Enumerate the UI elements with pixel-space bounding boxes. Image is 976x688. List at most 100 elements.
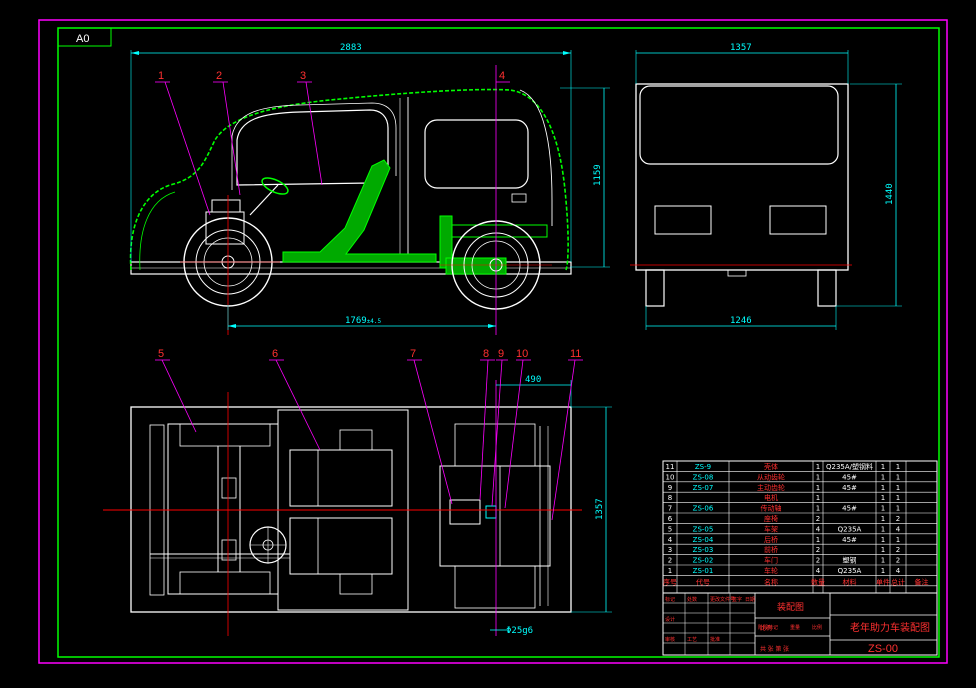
balloon-1: 1 — [158, 70, 164, 82]
front-windshield — [639, 85, 839, 165]
dim-side-height: 1159 — [593, 164, 603, 186]
bom-cell-total_w: 2 — [896, 557, 900, 565]
sheet-count: 共 张 第 张 — [760, 645, 789, 653]
title-block-label: 处数 — [687, 596, 697, 603]
bom-cell-no: 1 — [668, 567, 672, 575]
dim-wheelbase-tol: ±4.5 — [367, 318, 382, 325]
bom-cell-name: 电机 — [764, 493, 778, 502]
bom-cell-no: 3 — [668, 546, 672, 554]
bom-cell-no: 6 — [668, 515, 673, 523]
steering-wheel-side — [261, 177, 289, 195]
size-label: A0 — [76, 33, 89, 45]
bom-cell-unit_w: 1 — [881, 525, 885, 533]
title-block-label: 重量 — [790, 624, 800, 631]
dim-wheelbase: 1769±4.5 — [345, 316, 382, 326]
dim-wheelbase-value: 1769 — [345, 316, 367, 326]
front-body — [635, 83, 849, 271]
bom-cell-material: 45# — [842, 536, 857, 544]
size-label-box — [57, 27, 112, 47]
bom-cell-no: 4 — [668, 536, 673, 544]
bom-cell-code: ZS-05 — [693, 525, 714, 533]
bom-cell-name: 后桥 — [764, 535, 778, 544]
title-block-label: 批准 — [710, 636, 720, 643]
rear-window — [424, 119, 529, 189]
bom-header-total_w: 总计 — [891, 577, 905, 586]
bom-cell-unit_w: 1 — [881, 546, 885, 554]
bom-header-note: 备注 — [915, 577, 929, 586]
bom-cell-total_w: 1 — [896, 473, 900, 481]
bom-cell-total_w: 1 — [896, 536, 900, 544]
bom-cell-unit_w: 1 — [881, 505, 885, 513]
dim-front-height: 1440 — [885, 183, 895, 205]
balloon-6: 6 — [272, 348, 278, 360]
bom-cell-code: ZS-02 — [693, 557, 714, 565]
title-block-label: 标记 — [665, 596, 675, 603]
label-scale: 比例 — [760, 624, 772, 632]
body-shell — [129, 88, 569, 271]
seat — [282, 159, 437, 263]
bom-cell-code: ZS-03 — [693, 546, 714, 554]
bom-header-code: 代号 — [696, 577, 710, 586]
bom-cell-qty: 1 — [816, 505, 820, 513]
bom-header-name: 名称 — [764, 577, 778, 586]
bom-cell-code: ZS-9 — [695, 463, 711, 471]
bom-header-unit_w: 单件 — [876, 577, 890, 586]
bom-cell-material: 塑钢 — [843, 556, 857, 565]
part-balloons — [155, 81, 583, 521]
title-block-label: 工艺 — [687, 637, 697, 643]
bom-cell-name: 车门 — [764, 556, 778, 565]
bom-cell-name: 传动轴 — [761, 504, 782, 513]
plan-view — [103, 380, 612, 636]
bom-cell-qty: 2 — [816, 546, 820, 554]
title-block-label: 签字 — [732, 596, 742, 603]
bill-of-materials — [662, 460, 938, 594]
bom-cell-qty: 1 — [816, 494, 820, 502]
dim-front-track: 1246 — [730, 316, 752, 326]
inner-frame — [57, 27, 940, 658]
title-block-label: 比例 — [812, 624, 822, 631]
bom-cell-name: 座椅 — [764, 514, 778, 523]
bom-cell-material: Q235A/塑钢料 — [826, 462, 873, 471]
balloon-11: 11 — [570, 348, 581, 360]
title-block — [662, 592, 938, 656]
side-view — [129, 50, 610, 335]
bom-header-material: 材料 — [843, 577, 857, 586]
drawing-title: 老年助力车装配图 — [850, 621, 930, 634]
bom-cell-name: 主动齿轮 — [757, 483, 785, 492]
bom-cell-unit_w: 1 — [881, 557, 885, 565]
bom-cell-code: ZS-06 — [693, 505, 714, 513]
bom-cell-qty: 1 — [816, 484, 820, 492]
bom-cell-code: ZS-07 — [693, 484, 714, 492]
title-block-label: 阶段标记 — [758, 624, 778, 631]
balloon-9: 9 — [498, 348, 504, 360]
title-block-label: 日期 — [745, 597, 755, 603]
bom-cell-code: ZS-01 — [693, 567, 714, 575]
bom-cell-name: 车架 — [764, 524, 778, 533]
balloon-8: 8 — [483, 348, 489, 360]
front-view — [630, 50, 902, 330]
bom-cell-unit_w: 1 — [881, 536, 885, 544]
bom-cell-name: 壳体 — [764, 462, 778, 471]
bom-cell-qty: 1 — [816, 473, 820, 481]
dim-shaft-fit: Φ25g6 — [506, 626, 533, 636]
balloon-7: 7 — [410, 348, 416, 360]
seat-plan-front — [289, 449, 393, 507]
bom-cell-unit_w: 1 — [881, 463, 885, 471]
bom-cell-qty: 4 — [816, 525, 821, 533]
bom-cell-name: 前桥 — [764, 545, 778, 554]
bom-cell-total_w: 2 — [896, 515, 900, 523]
balloon-4: 4 — [499, 70, 505, 82]
bom-cell-qty: 1 — [816, 536, 820, 544]
bom-cell-material: 45# — [842, 484, 857, 492]
title-block-label: 审核 — [665, 636, 675, 643]
bom-cell-qty: 2 — [816, 515, 820, 523]
bom-cell-total_w: 4 — [896, 525, 901, 533]
bom-cell-material: Q235A — [838, 525, 862, 533]
outer-frame — [38, 19, 948, 664]
bom-cell-total_w: 2 — [896, 546, 900, 554]
drawing-number: ZS-00 — [868, 643, 898, 655]
bom-cell-qty: 2 — [816, 557, 820, 565]
bom-cell-name: 从动齿轮 — [757, 472, 785, 481]
bom-header-qty: 数量 — [811, 577, 825, 586]
